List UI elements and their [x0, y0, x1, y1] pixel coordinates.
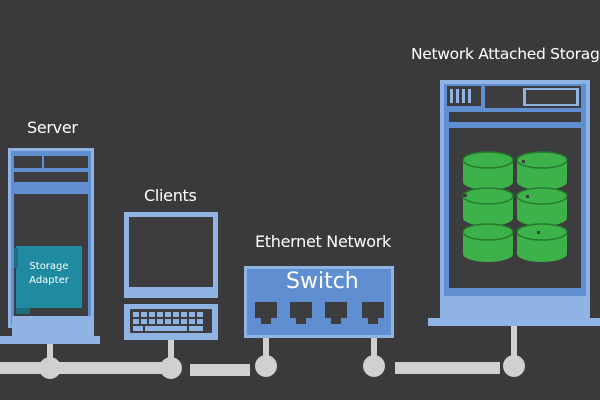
- cable-drop: [47, 340, 53, 362]
- cable-node: [255, 355, 277, 377]
- disk-stack-icon: [462, 151, 568, 262]
- switch-ports: [255, 302, 384, 324]
- clients-label: Clients: [144, 186, 197, 205]
- switch-label: Switch: [286, 269, 359, 294]
- storage-adapter-line2: Adapter: [29, 275, 69, 286]
- disk-top: [516, 223, 568, 241]
- storage-adapter-label: Storage Adapter: [16, 260, 82, 288]
- cable-drop: [371, 330, 377, 356]
- nas-icon: [428, 80, 600, 326]
- client-computer-icon: [124, 212, 218, 340]
- cable-drop: [511, 320, 517, 356]
- disk-top: [462, 151, 514, 169]
- cable-segment: [395, 362, 500, 374]
- cable-segment: [0, 362, 42, 374]
- cable-node: [363, 355, 385, 377]
- cable-node: [160, 357, 182, 379]
- disk-top: [516, 187, 568, 205]
- nas-label: Network Attached Storage: [411, 45, 600, 63]
- cable-segment: [190, 364, 250, 376]
- disk-top: [462, 187, 514, 205]
- storage-adapter-line1: Storage: [29, 261, 69, 272]
- disk-top: [462, 223, 514, 241]
- switch-icon: [244, 266, 394, 338]
- disk-top: [516, 151, 568, 169]
- cable-drop: [263, 330, 269, 356]
- cable-node: [503, 355, 525, 377]
- server-icon: [0, 148, 100, 344]
- storage-adapter-card: [14, 246, 82, 314]
- cable-drop: [168, 340, 174, 362]
- cable-node: [39, 357, 61, 379]
- cable-segment: [58, 362, 162, 374]
- server-label: Server: [27, 118, 78, 137]
- ethernet-network-label: Ethernet Network: [255, 232, 392, 251]
- network-cables: [0, 320, 525, 379]
